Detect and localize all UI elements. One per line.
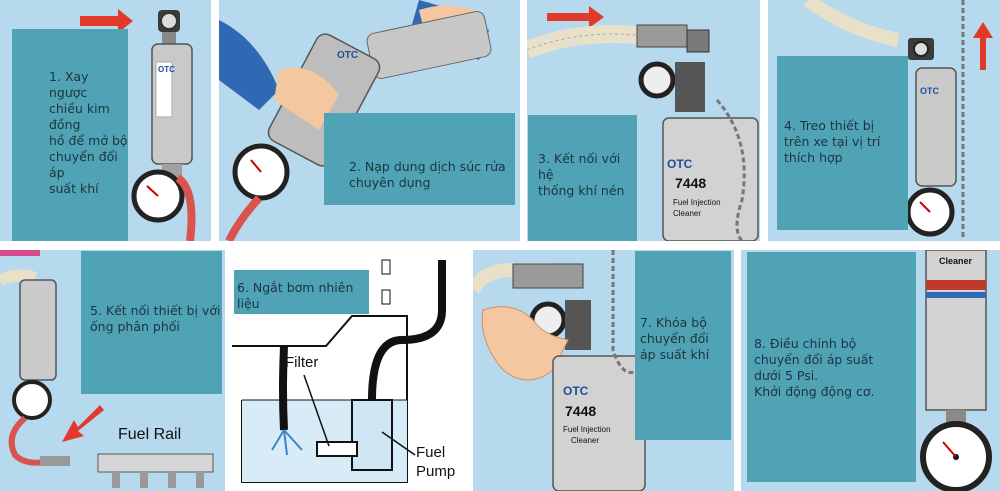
step-5-panel: 5. Kết nối thiết bị với ống phân phối Fu… <box>0 250 225 491</box>
filter-label: Filter <box>285 354 319 371</box>
step-2-panel: OTC 2. Nạp dung dịch súc rửa chuyên dụng <box>219 0 520 241</box>
fuel-pump-label-line2: Pump <box>416 463 456 480</box>
step-1-caption: 1. Xay ngược chiều kim đồng hồ để mở bộ … <box>12 29 128 241</box>
step-4-illustration: OTC <box>803 0 993 240</box>
product-line2: Cleaner <box>571 436 599 445</box>
step-5-caption: 5. Kết nối thiết bị với ống phân phối <box>81 251 222 394</box>
brand-label: OTC <box>337 50 358 61</box>
model-label: 7448 <box>675 175 706 191</box>
step-7-illustration: OTC 7448 Fuel Injection Cleaner <box>473 250 646 491</box>
step-2-caption: 2. Nạp dung dịch súc rửa chuyên dụng <box>324 113 515 205</box>
step-6-panel: 6. Ngắt bơm nhiên liệu Filter Fuel Pump <box>232 250 465 491</box>
brand-label: OTC <box>667 157 693 171</box>
product-line1: Fuel Injection <box>563 425 611 434</box>
step-6-caption: 6. Ngắt bơm nhiên liệu <box>234 270 369 314</box>
product-line1: Fuel Injection <box>673 198 721 207</box>
step-4-caption: 4. Treo thiết bị trên xe tại vị trí thíc… <box>777 56 908 230</box>
brand-label: OTC <box>158 65 175 74</box>
model-label: 7448 <box>565 403 596 419</box>
step-3-illustration: OTC 7448 Fuel Injection Cleaner <box>527 6 759 241</box>
step-7-caption: 7. Khóa bộ chuyển đổi áp suất khí <box>635 251 731 440</box>
step-4-panel: OTC 4. Treo thiết bị trên xe tại vị trí … <box>768 0 1000 241</box>
fuel-rail-label: Fuel Rail <box>118 426 182 443</box>
step-6-illustration <box>232 259 446 483</box>
brand-label: OTC <box>920 86 939 96</box>
step-3-caption: 3. Kết nối với hệ thống khí nén <box>528 115 637 241</box>
step-8-panel: Cleaner 8. Điều chỉnh bộ chuyển đổi áp s… <box>741 250 1000 491</box>
step-7-panel: OTC 7448 Fuel Injection Cleaner 7. Khóa … <box>473 250 734 491</box>
step-1-illustration: OTC <box>80 9 196 241</box>
step-5-illustration <box>0 250 214 488</box>
step-2-illustration: OTC <box>219 0 492 241</box>
step-8-illustration: Cleaner <box>920 250 992 491</box>
fuel-pump-label-line1: Fuel <box>416 444 446 461</box>
cleaner-label: Cleaner <box>939 256 973 266</box>
step-3-panel: OTC 7448 Fuel Injection Cleaner 3. Kết n… <box>527 0 760 241</box>
step-8-caption: 8. Điều chỉnh bộ chuyển đổi áp suất dưới… <box>747 252 916 482</box>
step-1-panel: OTC 1. Xay ngược chiều kim đồng hồ để mở… <box>0 0 211 241</box>
product-line2: Cleaner <box>673 209 701 218</box>
brand-label: OTC <box>563 384 589 398</box>
